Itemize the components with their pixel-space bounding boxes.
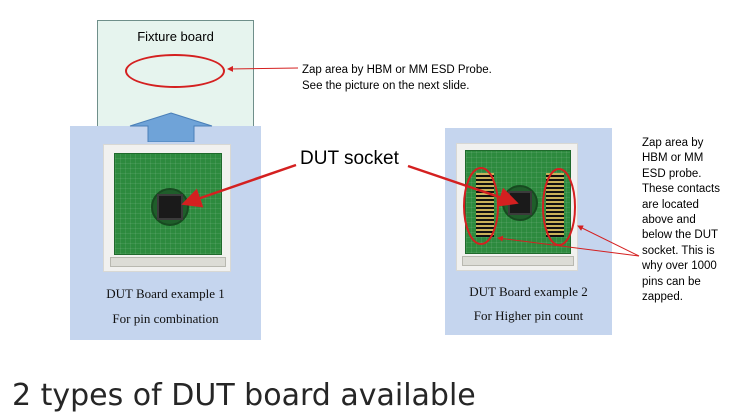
- blue-up-arrow-icon: [129, 112, 213, 142]
- zap-note-top-line2: See the picture on the next slide.: [302, 80, 470, 92]
- dut-board-example-1-panel: DUT Board example 1 For pin combination: [70, 126, 261, 340]
- zap-note-right-line: zapped.: [642, 291, 683, 304]
- zap-note-right-line: Zap area by: [642, 137, 704, 149]
- dut-board-2-socket: [508, 191, 532, 215]
- fixture-board: Fixture board: [97, 20, 254, 127]
- zap-note-right-line: These contacts: [642, 183, 720, 196]
- fixture-board-label: Fixture board: [137, 29, 214, 44]
- zap-note-right: Zap area by HBM or MM ESD probe. These c…: [642, 136, 742, 305]
- dut-board-2-rail: [462, 256, 574, 266]
- zap-note-right-line: socket. This is: [642, 244, 715, 257]
- zap-note-top-line1: Zap area by HBM or MM ESD Probe.: [302, 64, 492, 76]
- zap-note-top: Zap area by HBM or MM ESD Probe. See the…: [302, 62, 492, 94]
- dut-board-1-caption-line2: For pin combination: [112, 311, 219, 326]
- dut-board-2-pins-left: [476, 173, 494, 237]
- dut-board-1-pcb: [114, 153, 222, 255]
- zap-note-right-line: below the DUT: [642, 229, 719, 242]
- dut-board-2-pcb: [465, 150, 571, 254]
- dut-board-example-2-panel: DUT Board example 2 For Higher pin count: [445, 128, 612, 335]
- zap-note-right-line: why over 1000: [642, 260, 717, 273]
- dut-board-2-caption-line1: DUT Board example 2: [469, 284, 588, 299]
- zap-note-right-line: ESD probe.: [642, 167, 702, 180]
- dut-board-2-photo: [456, 143, 578, 271]
- zap-note-right-line: above and: [642, 214, 696, 227]
- dut-board-1-photo: [103, 144, 231, 272]
- fixture-zap-area-ellipse: [125, 54, 225, 88]
- dut-board-1-rail: [110, 257, 226, 267]
- zap-note-right-line: pins can be: [642, 275, 701, 288]
- dut-board-1-caption-line1: DUT Board example 1: [106, 286, 225, 301]
- zap-note-right-line: are located: [642, 198, 699, 211]
- dut-socket-label: DUT socket: [300, 148, 399, 169]
- zap-note-right-line: HBM or MM: [642, 152, 704, 165]
- slide-heading: 2 types of DUT board available: [12, 378, 476, 413]
- dut-board-1-socket: [157, 194, 183, 220]
- dut-board-2-caption-line2: For Higher pin count: [473, 308, 584, 323]
- dut-board-2-pins-right: [546, 173, 564, 237]
